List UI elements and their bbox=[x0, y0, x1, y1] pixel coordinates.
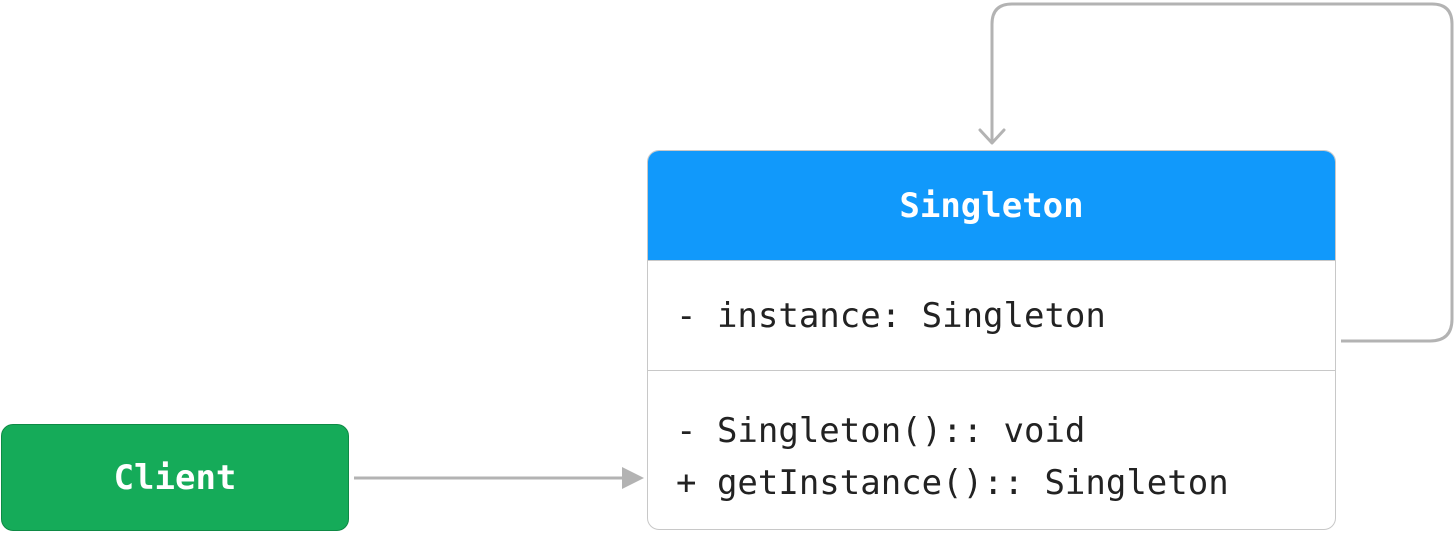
method-get-instance: + getInstance():: Singleton bbox=[676, 463, 1229, 503]
singleton-methods: - Singleton():: void + getInstance():: S… bbox=[648, 371, 1335, 509]
attribute-instance: - instance: Singleton bbox=[676, 295, 1106, 336]
client-to-singleton-arrowhead bbox=[622, 467, 644, 489]
singleton-class-box[interactable]: Singleton - instance: Singleton - Single… bbox=[647, 150, 1336, 530]
method-constructor: - Singleton():: void bbox=[676, 411, 1086, 451]
singleton-class-name: Singleton bbox=[648, 151, 1335, 261]
self-reference-arrowhead bbox=[978, 128, 1006, 145]
client-box[interactable]: Client bbox=[1, 424, 349, 531]
client-label: Client bbox=[113, 457, 237, 498]
singleton-attributes: - instance: Singleton bbox=[648, 261, 1335, 371]
self-reference-arrow bbox=[990, 2, 1454, 343]
